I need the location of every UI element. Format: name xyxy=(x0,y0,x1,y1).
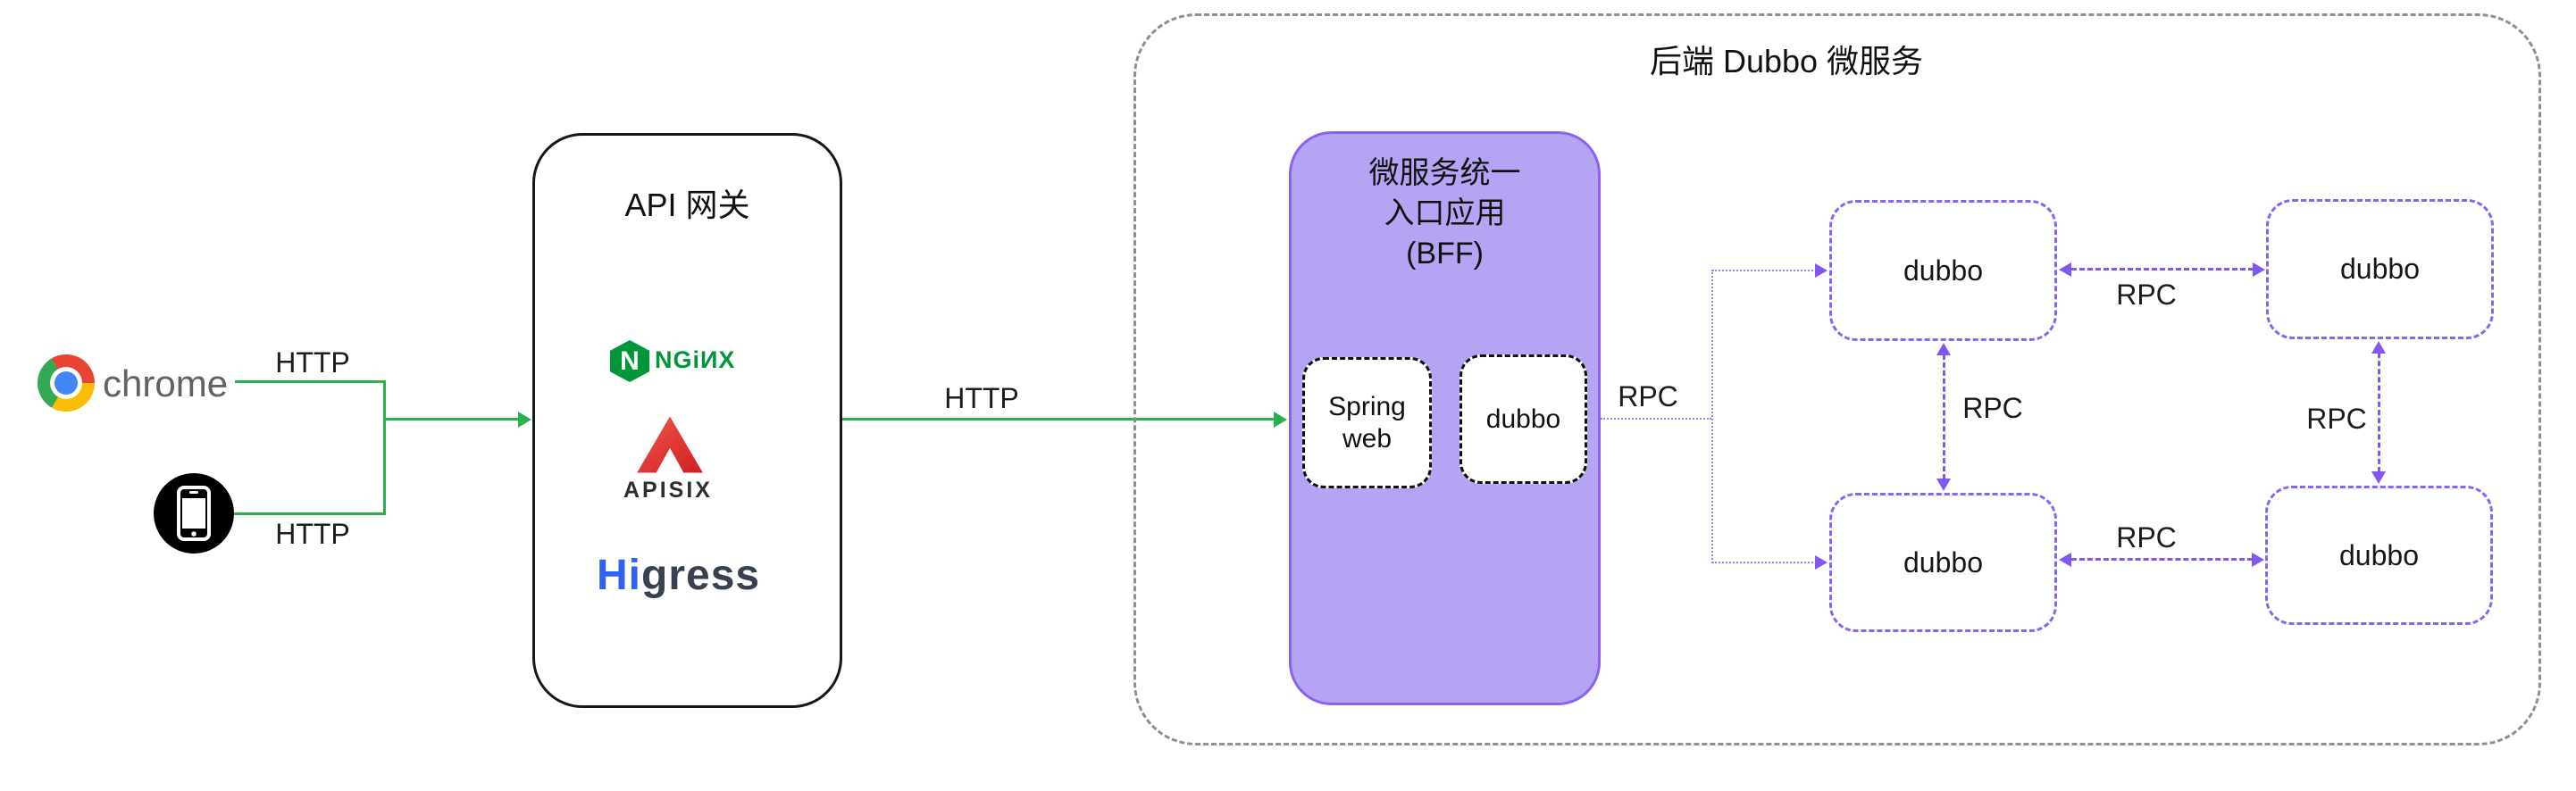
http-label-top: HTTP xyxy=(275,346,350,379)
higress-logo-text: Higress xyxy=(597,551,760,600)
rpc-branch-bottom xyxy=(1712,562,1817,563)
spring-web-line1: Spring xyxy=(1328,391,1406,421)
rpc-arrowhead-right-bottom xyxy=(2252,553,2264,567)
rpc-line-top-horizontal xyxy=(2071,268,2254,271)
rpc-arrowhead-left xyxy=(2059,262,2071,277)
rpc-label-bottom: RPC xyxy=(2116,521,2177,554)
rpc-line-bff-out xyxy=(1601,418,1711,420)
dubbo-node-bottom-right: dubbo xyxy=(2265,486,2493,625)
rpc-fork-vertical xyxy=(1711,270,1713,563)
rpc-label-right-vertical: RPC xyxy=(2306,403,2367,435)
rpc-line-right-vertical xyxy=(2378,353,2380,472)
bff-title: 微服务统一 入口应用 (BFF) xyxy=(1289,154,1601,274)
rpc-label-left-vertical: RPC xyxy=(1962,392,2023,424)
backend-dubbo-container xyxy=(1133,13,2541,745)
bff-title-line1: 微服务统一 xyxy=(1368,156,1521,190)
http-line-chrome xyxy=(235,380,385,383)
rpc-arrowhead-down-right xyxy=(2371,471,2386,484)
http-label-bottom: HTTP xyxy=(275,518,350,550)
nginx-icon-letter: N xyxy=(620,346,640,376)
http-label-mid: HTTP xyxy=(944,382,1019,414)
http-arrowhead-gateway xyxy=(518,412,531,428)
higress-logo-rest: gress xyxy=(641,552,761,599)
bff-title-line2: 入口应用 xyxy=(1384,196,1506,230)
dubbo-node-top-right: dubbo xyxy=(2266,199,2494,339)
http-line-to-bff xyxy=(842,418,1276,420)
spring-web-box: Spring web xyxy=(1302,357,1432,488)
http-line-merge xyxy=(383,380,386,515)
rpc-arrowhead-bottom-node xyxy=(1815,555,1827,570)
rpc-arrowhead-up xyxy=(1936,343,1951,355)
rpc-line-left-vertical xyxy=(1943,354,1945,479)
backend-title: 后端 Dubbo 微服务 xyxy=(1649,43,1924,79)
rpc-arrowhead-top-node xyxy=(1815,263,1827,278)
dubbo-node-label: dubbo xyxy=(1903,545,1983,579)
rpc-branch-top xyxy=(1712,270,1817,271)
bff-dubbo-box: dubbo xyxy=(1459,354,1587,484)
rpc-label-bff: RPC xyxy=(1618,380,1678,412)
rpc-arrowhead-up-right xyxy=(2371,341,2386,354)
api-gateway-box xyxy=(532,133,842,708)
dubbo-node-bottom-left: dubbo xyxy=(1829,493,2057,632)
mobile-phone-icon xyxy=(154,473,234,554)
dubbo-node-label: dubbo xyxy=(2339,538,2419,571)
rpc-line-bottom-horizontal xyxy=(2071,558,2253,561)
bff-title-line3: (BFF) xyxy=(1406,237,1484,271)
rpc-arrowhead-down xyxy=(1936,479,1951,491)
http-arrowhead-bff xyxy=(1274,412,1287,428)
apisix-logo-text: APISIX xyxy=(623,478,713,503)
rpc-arrowhead-left-bottom xyxy=(2059,553,2071,567)
rpc-label-top: RPC xyxy=(2116,279,2177,311)
nginx-logo-text: NGiИX xyxy=(655,346,736,373)
dubbo-node-top-left: dubbo xyxy=(1829,200,2057,341)
chrome-icon-center xyxy=(54,371,78,395)
api-gateway-title: API 网关 xyxy=(624,187,750,223)
rpc-arrowhead-right xyxy=(2253,262,2265,277)
chrome-label: chrome xyxy=(103,362,229,404)
http-line-phone xyxy=(234,512,385,515)
higress-logo-hi: Hi xyxy=(597,552,641,599)
bff-dubbo-label: dubbo xyxy=(1485,404,1561,434)
apisix-icon xyxy=(637,416,703,473)
dubbo-node-label: dubbo xyxy=(2340,253,2420,285)
http-line-to-gateway xyxy=(384,418,520,420)
chrome-icon xyxy=(38,354,95,412)
spring-web-line2: web xyxy=(1342,423,1393,454)
dubbo-node-label: dubbo xyxy=(1903,254,1983,287)
